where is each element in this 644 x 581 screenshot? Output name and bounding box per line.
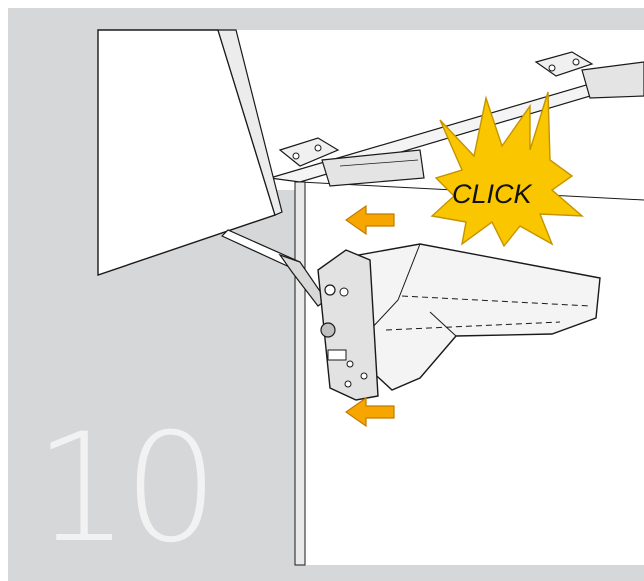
arrow-left-icon [344, 204, 395, 236]
lift-mechanism [317, 243, 601, 401]
door-flap-edge [217, 29, 283, 216]
click-callout: CLICK [452, 179, 533, 209]
cabinet-side-wall [294, 181, 306, 566]
hinge-left [278, 137, 425, 187]
cabinet-top [269, 67, 644, 183]
hinge-right [534, 51, 644, 99]
star-burst-icon [430, 91, 584, 248]
arrow-left-icon [344, 396, 395, 428]
step-number: 10 [34, 402, 219, 576]
